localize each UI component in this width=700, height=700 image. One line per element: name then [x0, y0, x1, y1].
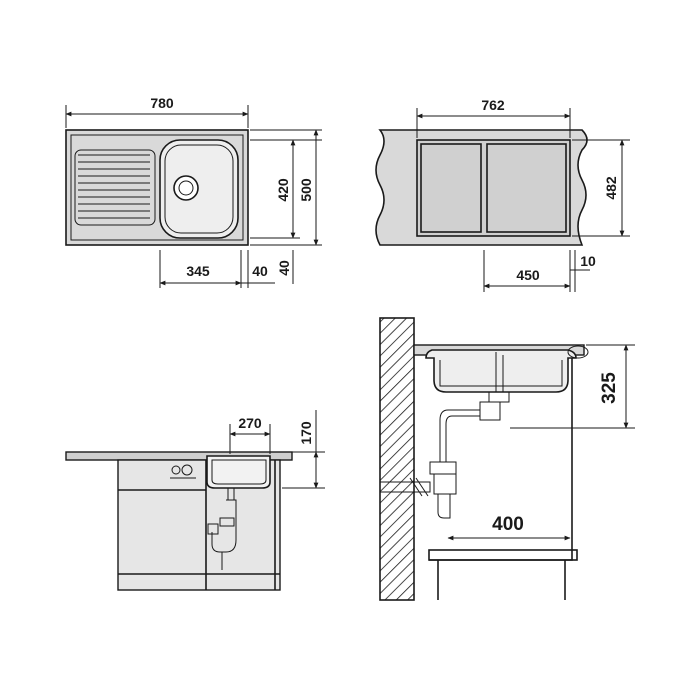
dimension-label-40-vertical: 40: [276, 260, 292, 276]
bowl-inner: [164, 144, 234, 234]
dimension-label-500: 500: [298, 178, 314, 202]
cutout-panel-right: [486, 143, 567, 233]
cutout-outer: [416, 139, 571, 237]
dimension-label-780: 780: [150, 95, 174, 111]
dimension-label-420: 420: [275, 178, 291, 202]
dimension-label-170: 170: [298, 421, 314, 445]
tap-knob-icon: [181, 464, 193, 476]
front-trap: [211, 499, 237, 553]
front-bowl: [206, 455, 271, 489]
dimension-label-10: 10: [580, 253, 596, 269]
cutout-panel-left: [420, 143, 482, 233]
wall-hatched: [379, 317, 415, 601]
dimension-label-400: 400: [492, 514, 524, 535]
drain-icon: [173, 175, 199, 201]
dimension-label-450: 450: [516, 267, 540, 283]
siphon-body: [479, 401, 501, 421]
dimension-label-270: 270: [238, 415, 262, 431]
side-bowl: [425, 349, 577, 393]
drain-inner-icon: [178, 180, 194, 196]
front-view: 270 170: [65, 410, 325, 591]
dimension-label-762: 762: [481, 97, 505, 113]
dimension-label-482: 482: [603, 176, 619, 200]
side-view: 325 400: [379, 317, 635, 601]
top-view: 780 420 500 40 345 40: [65, 95, 322, 288]
dimension-label-325: 325: [599, 372, 620, 404]
drainer-grooves: [74, 149, 156, 226]
tap-knob-icon: [171, 465, 181, 475]
wall-outlet-pipe: [380, 481, 431, 493]
sink-top-rim: [70, 134, 244, 241]
cutout-view: 762 482 450 10: [375, 97, 630, 292]
drain-fitting: [488, 391, 510, 403]
tap-hole-icon: [567, 345, 589, 359]
trap-pipe: [439, 409, 480, 462]
dimension-label-40: 40: [252, 263, 268, 279]
bowl-outline: [159, 139, 239, 239]
dimension-label-345: 345: [186, 263, 210, 279]
